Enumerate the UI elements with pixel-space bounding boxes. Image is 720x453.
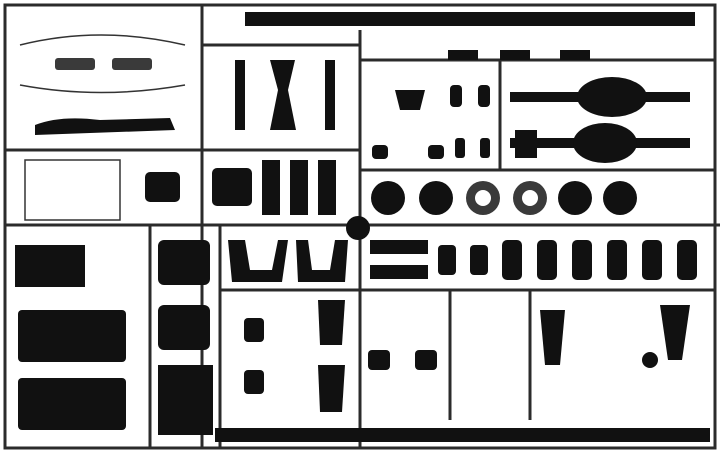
chassis-rails <box>215 12 710 442</box>
leaf-springs <box>228 240 690 412</box>
sprue-hub <box>346 216 370 240</box>
axles <box>510 77 690 163</box>
brake-drums <box>371 181 637 215</box>
air-tanks <box>370 240 697 280</box>
sprue-frame <box>3 3 720 450</box>
suspension-small-parts <box>372 50 590 159</box>
tool-boxes <box>24 159 252 221</box>
frame-brackets <box>235 60 336 215</box>
grille-parts <box>19 34 186 135</box>
fuel-tanks <box>15 240 213 435</box>
